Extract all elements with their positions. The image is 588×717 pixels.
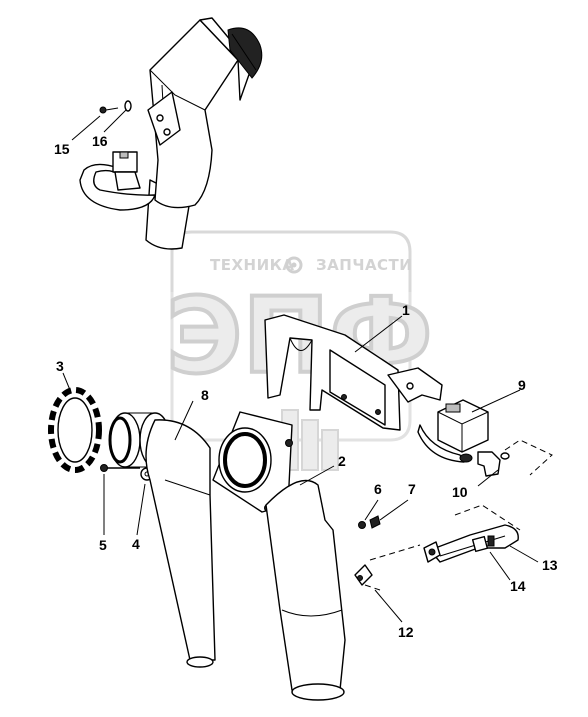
callout-12: 12 xyxy=(398,624,414,640)
callout-1: 1 xyxy=(402,302,410,318)
small-screw xyxy=(369,515,381,529)
leader-lines xyxy=(103,315,539,623)
gear-icon xyxy=(285,256,303,274)
watermark-brand-text: ТЕХНИКА xyxy=(210,256,295,274)
callout-3: 3 xyxy=(56,358,64,374)
callout-15: 15 xyxy=(54,141,70,157)
hose-clamp-14 xyxy=(471,535,495,553)
callout-16: 16 xyxy=(92,133,108,149)
cap-icon xyxy=(227,27,263,79)
callout-9: 9 xyxy=(518,377,526,393)
callout-14: 14 xyxy=(510,578,526,594)
hose-fitting-12 xyxy=(354,564,373,586)
callout-13: 13 xyxy=(542,557,558,573)
callout-10: 10 xyxy=(452,484,468,500)
callout-2: 2 xyxy=(338,453,346,469)
flange-coupling xyxy=(212,411,293,513)
callout-4: 4 xyxy=(132,536,140,552)
callout-5: 5 xyxy=(99,537,107,553)
lower-pipe xyxy=(265,479,346,701)
watermark-brand-text-2: ЗАПЧАСТИ xyxy=(316,256,412,274)
callout-7: 7 xyxy=(408,481,416,497)
fitting-elbow xyxy=(477,451,510,477)
clamp-ring xyxy=(48,372,102,473)
top-elbow-assembly xyxy=(71,17,263,250)
bolt-icon xyxy=(100,464,140,472)
solenoid-valve xyxy=(417,399,489,463)
elbow-pipe xyxy=(145,419,216,668)
mounting-bracket xyxy=(264,314,443,431)
watermark: ТЕХНИКА ЗАПЧАСТИ ЭПФ xyxy=(164,230,435,471)
washer-icon xyxy=(124,100,132,112)
solenoid-icon xyxy=(112,151,141,191)
callout-8: 8 xyxy=(201,387,209,403)
callout-6: 6 xyxy=(374,481,382,497)
callout-labels: 1 2 3 4 5 6 7 8 9 10 12 13 14 15 16 xyxy=(54,133,558,640)
hose-end-fitting xyxy=(423,541,441,563)
screw-icon xyxy=(99,106,119,114)
small-nut xyxy=(358,521,366,529)
